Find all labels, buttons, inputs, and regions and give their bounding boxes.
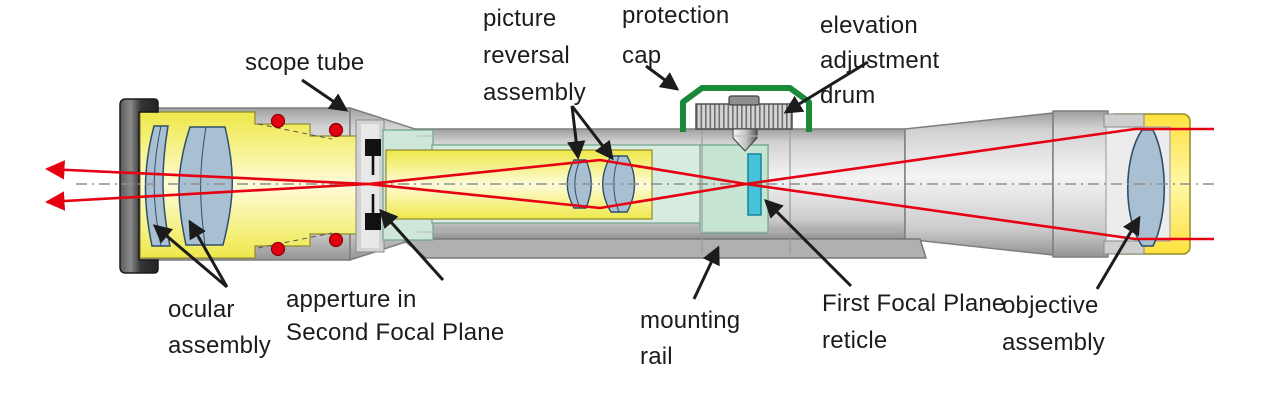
mounting-rail <box>399 238 928 259</box>
label-line: assembly <box>1002 329 1105 356</box>
label-line: elevation <box>820 12 918 39</box>
label-line: assembly <box>168 332 271 359</box>
label-aperture-second-focal-plane: apperture in Second Focal Plane <box>286 283 504 349</box>
ray-exit-lower <box>45 182 369 211</box>
label-picture-reversal-assembly: picture reversal assembly <box>483 0 586 111</box>
label-line: mounting <box>640 307 741 334</box>
label-line: ocular <box>168 296 235 323</box>
aperture-stop-bottom <box>365 213 381 230</box>
oring-bottom-left <box>270 241 286 257</box>
objective-retainer-top <box>1103 113 1145 128</box>
seal-orings <box>270 113 344 257</box>
label-line: assembly <box>483 79 586 106</box>
ocular-lens-1 <box>144 125 171 247</box>
label-line: protection <box>622 2 730 29</box>
arrow-objective <box>1095 215 1141 290</box>
label-line: drum <box>820 82 876 109</box>
label-line: Second Focal Plane <box>286 319 505 346</box>
ray-exit-upper <box>45 160 369 186</box>
protection-cap <box>680 85 812 132</box>
label-line: picture <box>483 5 557 32</box>
label-elevation-adjustment-drum: elevation adjustment drum <box>820 8 939 113</box>
ocular-housing-seam-top <box>257 123 333 140</box>
label-line: reticle <box>822 327 888 354</box>
arrow-picture-reversal-1 <box>566 105 586 160</box>
label-ocular-assembly: ocular assembly <box>168 292 271 364</box>
ocular-lens-2 <box>178 126 234 246</box>
label-line: reversal <box>483 42 570 69</box>
label-scope-tube: scope tube <box>245 45 364 81</box>
erector-lens-1-seam <box>574 159 581 209</box>
label-line: objective <box>1002 292 1099 319</box>
arrow-ffp-reticle <box>764 199 853 288</box>
arrow-ocular-2 <box>188 219 229 288</box>
second-focal-plane-aperture <box>355 119 385 253</box>
ray-mid-lower <box>367 182 747 210</box>
erector-lens-2 <box>602 155 636 213</box>
label-line: rail <box>640 343 673 370</box>
elevation-turret <box>680 85 812 254</box>
ray-entry-lower <box>745 182 1214 241</box>
arrow-mounting-rail <box>692 245 720 300</box>
elevation-adjustment-drum <box>695 103 793 130</box>
label-mounting-rail: mounting rail <box>640 303 740 375</box>
oring-bottom-right <box>328 232 344 248</box>
label-line: First Focal Plane <box>822 290 1006 317</box>
label-line: apperture in <box>286 286 417 313</box>
label-line: adjustment <box>820 47 940 74</box>
arrow-aperture <box>379 208 445 282</box>
arrow-picture-reversal-2 <box>570 105 614 161</box>
arrow-scope-tube <box>301 78 349 112</box>
ocular-housing-seam-bottom <box>257 232 333 249</box>
label-arrows <box>152 60 1141 300</box>
arrow-ocular-1 <box>152 224 228 289</box>
arrow-elevation-drum <box>783 60 869 114</box>
arrow-protection-cap <box>645 64 680 91</box>
label-objective-assembly: objective assembly <box>1002 287 1105 361</box>
aperture-stop-top <box>365 139 381 156</box>
ray-entry-upper <box>745 127 1214 186</box>
label-line: cap <box>622 42 662 69</box>
erector-lens-1 <box>566 159 592 209</box>
oring-top-right <box>328 122 344 138</box>
drum-top-nub <box>728 95 760 106</box>
label-protection-cap: protection cap <box>622 0 729 76</box>
eyepiece-ring <box>119 98 159 274</box>
label-scope-tube-line: scope tube <box>245 49 365 76</box>
oring-top-left <box>270 113 286 129</box>
label-first-focal-plane-reticle: First Focal Plane reticle <box>822 285 1005 359</box>
